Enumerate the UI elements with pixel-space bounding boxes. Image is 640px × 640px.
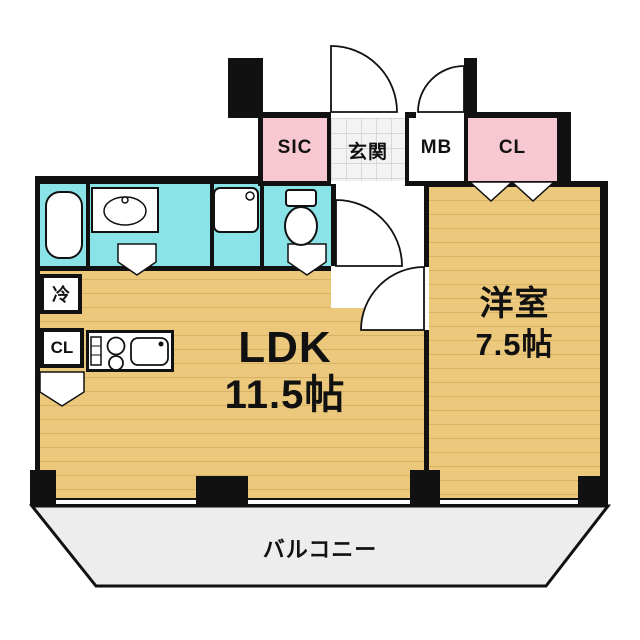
door-swing-arc-icon <box>417 65 465 113</box>
western-room-label: 洋室 7.5帖 <box>429 283 600 364</box>
wall-segment <box>86 184 90 266</box>
room-mb <box>409 118 464 181</box>
room-cl-top <box>468 118 557 181</box>
sic-label: SIC <box>277 137 313 158</box>
ldk-size: 11.5帖 <box>224 373 346 418</box>
wall-segment <box>600 181 608 506</box>
door-swing-arc-icon <box>330 45 398 113</box>
fridge-label: 冷 <box>52 285 70 305</box>
wall-pillar <box>578 476 608 506</box>
room-bath-zone <box>40 184 331 266</box>
wall-segment <box>35 176 263 184</box>
wall-segment <box>405 118 409 186</box>
ldk-name: LDK <box>238 323 332 372</box>
closet-left-box: CL <box>40 328 84 368</box>
wall-pillar <box>557 112 571 186</box>
wall-pillar <box>30 470 56 506</box>
room-genkan <box>331 118 405 181</box>
room-western <box>429 187 600 498</box>
western-size: 7.5帖 <box>475 326 554 362</box>
genkan-label: 玄関 <box>347 142 388 163</box>
window <box>440 498 578 506</box>
wall-segment <box>260 184 264 266</box>
wall-segment <box>35 266 331 271</box>
wall-segment <box>424 186 429 498</box>
closet-top-label: CL <box>498 137 527 158</box>
wall-segment <box>424 181 608 187</box>
wall-segment <box>464 112 571 118</box>
closet-left-label: CL <box>50 338 74 357</box>
mb-label: MB <box>420 137 453 158</box>
wall-segment <box>258 112 263 186</box>
wall-segment <box>258 181 331 186</box>
balcony-label: バルコニー <box>262 537 378 562</box>
wall-segment <box>210 184 214 266</box>
fridge-space-box: 冷 <box>40 274 82 314</box>
window <box>56 498 196 506</box>
room-sic <box>263 118 327 181</box>
hallway <box>331 184 424 308</box>
wall-pillar <box>464 58 477 118</box>
wall-segment <box>258 112 331 118</box>
western-name: 洋室 <box>479 285 550 323</box>
wall-segment <box>35 176 40 506</box>
wall-segment <box>331 184 336 266</box>
door-opening <box>424 267 429 330</box>
wall-pillar <box>228 58 263 118</box>
wall-segment <box>405 112 416 118</box>
wall-segment <box>464 118 468 186</box>
ldk-label: LDK 11.5帖 <box>145 323 425 418</box>
wall-pillar <box>410 470 440 506</box>
wall-segment <box>327 118 331 186</box>
window <box>248 498 410 506</box>
wall-pillar <box>196 476 248 506</box>
